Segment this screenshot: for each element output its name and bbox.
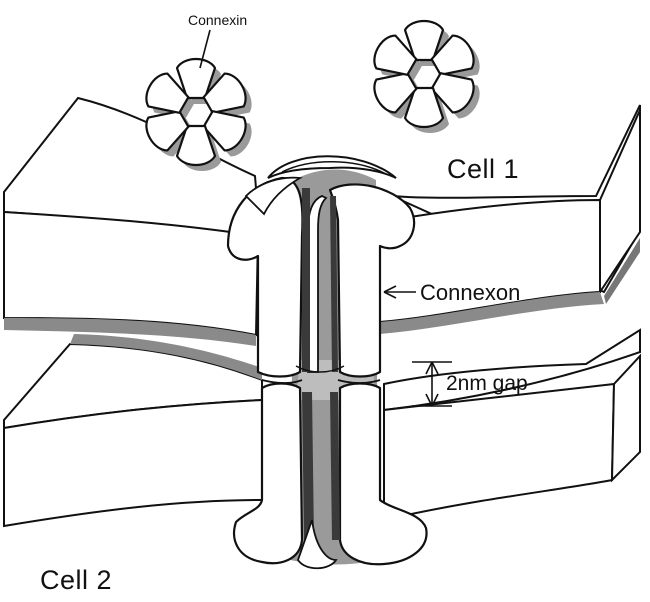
cell1-label: Cell 1 xyxy=(447,154,519,185)
cell2-label: Cell 2 xyxy=(40,565,112,596)
connexon-top-view-right xyxy=(369,21,486,133)
connexon-label: Connexon xyxy=(420,280,520,306)
connexin-label: Connexin xyxy=(188,12,247,28)
gap-label: 2nm gap xyxy=(446,372,528,396)
